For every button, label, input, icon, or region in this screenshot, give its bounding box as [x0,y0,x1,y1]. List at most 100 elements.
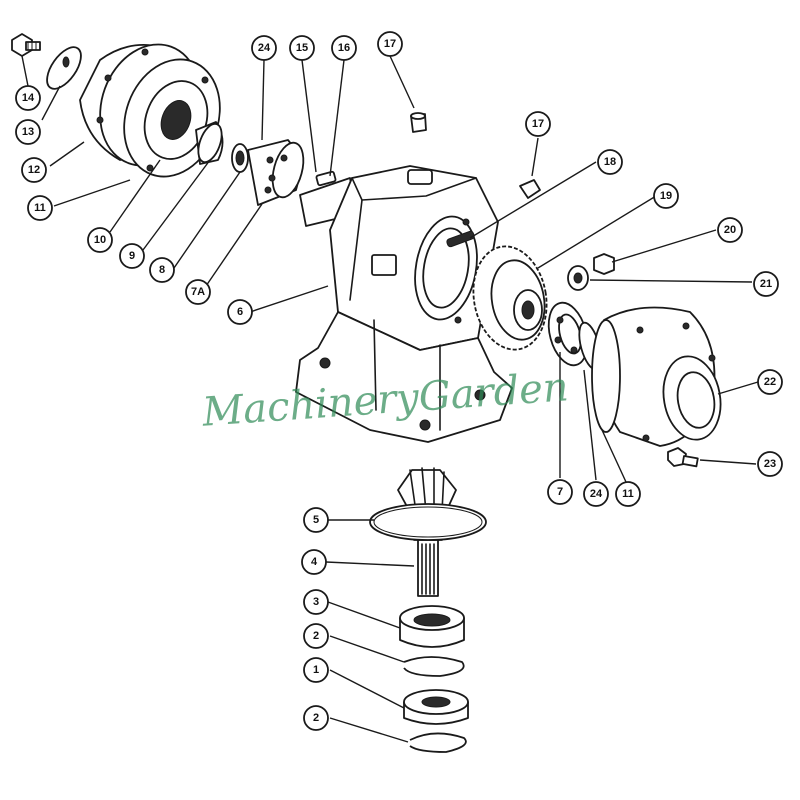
callout-label: 22 [764,376,776,388]
callout-c22: 22 [757,369,783,395]
callout-circle [303,657,329,683]
callout-circle [119,243,145,269]
callout-label: 4 [311,556,318,568]
callout-c1: 1 [303,657,329,683]
callout-c21: 21 [753,271,779,297]
callout-label: 20 [724,224,736,236]
callout-label: 15 [296,42,308,54]
callout-c4: 4 [301,549,327,575]
callout-c3: 3 [303,589,329,615]
callout-label: 18 [604,156,616,168]
leader-lines [21,55,759,743]
callout-label: 23 [764,458,776,470]
gear-part-19 [472,245,548,351]
callout-circle [525,111,551,137]
callout-circle [753,271,779,297]
callout-label: 7A [191,286,205,298]
seal-part-1 [403,689,469,725]
callout-label: 2 [313,630,319,642]
callout-circle [21,157,47,183]
plug-part-20 [593,253,615,275]
callout-c8: 8 [149,257,175,283]
callout-label: 11 [34,202,46,214]
callout-circle [303,705,329,731]
callout-label: 17 [384,38,396,50]
callout-circle [757,369,783,395]
cover-part-22 [591,306,722,447]
callout-circle [377,31,403,57]
callout-c24a: 24 [251,35,277,61]
callout-c23: 23 [757,451,783,477]
key-part-18 [446,230,475,248]
callout-c17a: 17 [377,31,403,57]
callout-label: 1 [313,664,319,676]
callout-circle [303,507,329,533]
seal-part-10 [195,121,224,165]
callout-circle [27,195,53,221]
callout-c2a: 2 [303,623,329,649]
callout-circle [301,549,327,575]
callout-label: 12 [28,164,40,176]
callout-label: 5 [313,514,319,526]
callout-circle [547,479,573,505]
bolt-part-23 [667,447,699,468]
callout-label: 2 [313,712,319,724]
callout-circle [289,35,315,61]
callout-label: 17 [532,118,544,130]
callout-label: 3 [313,596,319,608]
callout-c7: 7 [547,479,573,505]
callout-circle [303,623,329,649]
plug-part-17-top [410,112,427,133]
callout-circle [597,149,623,175]
callout-label: 9 [129,250,135,262]
callout-c6: 6 [227,299,253,325]
callout-c5: 5 [303,507,329,533]
callout-circle [331,35,357,61]
callout-c17b: 17 [525,111,551,137]
callout-c7a: 7A [185,279,211,305]
plug-part-17-right [519,179,541,199]
callout-c14: 14 [15,85,41,111]
callout-circle [757,451,783,477]
callout-c19: 19 [653,183,679,209]
callout-label: 24 [590,488,603,500]
callout-c12: 12 [21,157,47,183]
washer-part-13 [46,46,82,90]
callout-label: 11 [622,488,634,500]
washer-part-21 [567,265,589,291]
callout-circle [15,119,41,145]
callout-c18: 18 [597,149,623,175]
callout-c16: 16 [331,35,357,61]
callout-c11b: 11 [615,481,641,507]
flange-part-11-left [123,58,221,178]
callout-circle [717,217,743,243]
callout-circle [653,183,679,209]
callout-label: 10 [94,234,106,246]
callout-c15: 15 [289,35,315,61]
callout-label: 6 [237,306,243,318]
callout-label: 16 [338,42,350,54]
callout-label: 13 [22,126,34,138]
bearing-part-7-right [547,301,589,367]
snap-ring-part-2-upper [403,656,465,677]
callout-label: 19 [660,190,672,202]
callout-c11a: 11 [27,195,53,221]
callout-c2b: 2 [303,705,329,731]
callout-label: 8 [159,264,165,276]
callout-c9: 9 [119,243,145,269]
callout-label: 21 [760,278,772,290]
callout-label: 24 [258,42,271,54]
gearbox-housing-part-6 [295,165,513,443]
callout-circle [15,85,41,111]
callout-circle [303,589,329,615]
callout-circle [251,35,277,61]
callout-circle [149,257,175,283]
callout-label: 14 [22,92,35,104]
callout-c10: 10 [87,227,113,253]
callout-c13: 13 [15,119,41,145]
callout-c24b: 24 [583,481,609,507]
o-ring-part-5 [369,503,487,541]
callout-circle [583,481,609,507]
